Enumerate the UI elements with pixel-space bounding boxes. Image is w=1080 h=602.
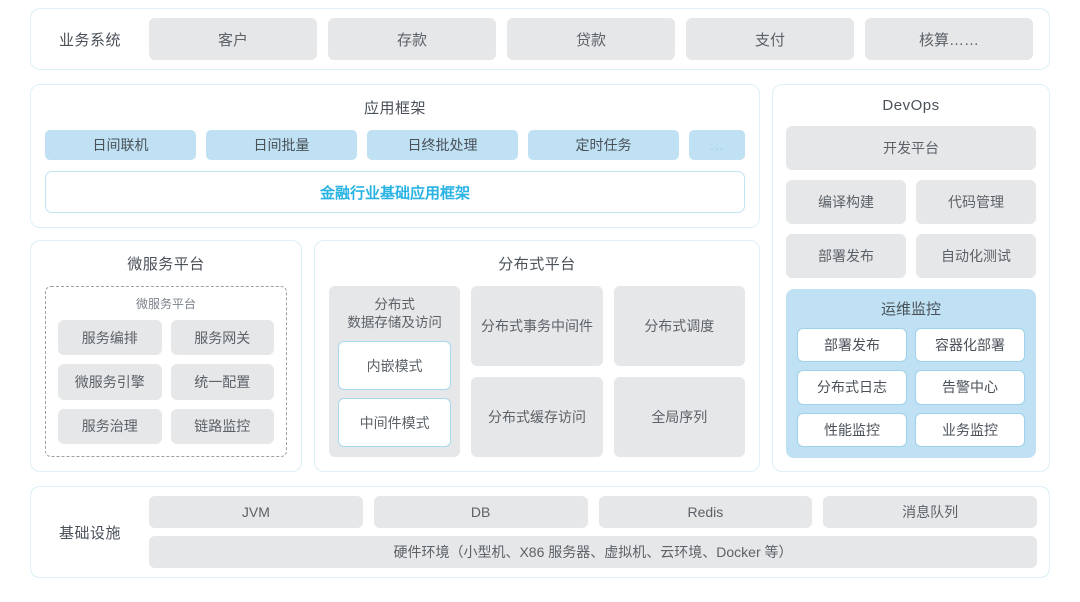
distributed-storage-title-line2: 数据存储及访问	[347, 315, 442, 331]
distributed-transaction-middleware-card[interactable]: 分布式 事务中间件	[471, 286, 603, 366]
devops-item[interactable]: 编译构建	[786, 180, 906, 224]
distributed-storage-title-line1: 分布式	[374, 297, 415, 312]
devops-title: DevOps	[882, 97, 940, 114]
ops-monitoring-item[interactable]: 性能监控	[797, 412, 907, 447]
microservice-item[interactable]: 微服务引擎	[58, 364, 162, 400]
storage-mode-middleware[interactable]: 中间件模式	[338, 398, 452, 447]
hardware-environment-bar[interactable]: 硬件环境（小型机、X86 服务器、虚拟机、云环境、Docker 等）	[149, 536, 1037, 568]
devops-item[interactable]: 自动化测试	[916, 234, 1036, 278]
business-system-item[interactable]: 客户	[149, 18, 317, 60]
ops-monitoring-item[interactable]: 分布式日志	[797, 370, 907, 405]
app-framework-pill[interactable]: 定时任务	[528, 130, 679, 160]
middle-band: 应用框架 日间联机 日间批量 日终批处理 定时任务 ... 金融行业基础应用框架…	[30, 84, 1050, 472]
card-line1: 分布式	[480, 317, 523, 334]
microservice-item[interactable]: 链路监控	[170, 408, 274, 444]
ops-monitoring-item[interactable]: 部署发布	[797, 328, 907, 363]
ops-monitoring-items: 部署发布 容器化部署 分布式日志 告警中心 性能监控 业务监控	[797, 328, 1025, 447]
app-framework-panel: 应用框架 日间联机 日间批量 日终批处理 定时任务 ... 金融行业基础应用框架	[30, 84, 760, 228]
microservice-item[interactable]: 服务网关	[170, 320, 274, 356]
devops-panel: DevOps 开发平台 编译构建 代码管理 部署发布 自动化测试 运维监控 部署…	[772, 84, 1050, 472]
business-systems-panel: 业务系统 客户 存款 贷款 支付 核算……	[30, 8, 1050, 70]
app-framework-more-pill[interactable]: ...	[689, 130, 745, 160]
ops-monitoring-item[interactable]: 业务监控	[915, 412, 1025, 447]
business-system-item[interactable]: 贷款	[507, 18, 675, 60]
infrastructure-item[interactable]: Redis	[598, 496, 813, 528]
infrastructure-items: JVM DB Redis 消息队列	[149, 496, 1037, 528]
distributed-column-2: 分布式 事务中间件 分布式 缓存访问	[471, 286, 603, 457]
platform-column: 应用框架 日间联机 日间批量 日终批处理 定时任务 ... 金融行业基础应用框架…	[30, 84, 760, 472]
distributed-cache-access-card[interactable]: 分布式 缓存访问	[471, 377, 603, 457]
microservice-item[interactable]: 服务治理	[58, 408, 162, 444]
devops-item[interactable]: 部署发布	[786, 234, 906, 278]
microservice-item[interactable]: 服务编排	[58, 320, 162, 356]
ops-monitoring-title: 运维监控	[880, 301, 941, 318]
business-system-item[interactable]: 支付	[686, 18, 854, 60]
distributed-storage-column: 分布式 数据存储及访问 内嵌模式 中间件模式	[329, 286, 461, 457]
infrastructure-item[interactable]: JVM	[149, 496, 363, 528]
infrastructure-content: JVM DB Redis 消息队列 硬件环境（小型机、X86 服务器、虚拟机、云…	[149, 496, 1037, 568]
business-system-item[interactable]: 核算……	[865, 18, 1033, 60]
microservice-items: 服务编排 服务网关 微服务引擎 统一配置 服务治理 链路监控	[58, 320, 274, 444]
app-framework-pill[interactable]: 日终批处理	[367, 130, 518, 160]
business-systems-items: 客户 存款 贷款 支付 核算……	[149, 18, 1037, 60]
business-systems-label: 业务系统	[58, 31, 121, 49]
distributed-storage-card[interactable]: 分布式 数据存储及访问 内嵌模式 中间件模式	[329, 286, 461, 457]
ops-monitoring-box: 运维监控 部署发布 容器化部署 分布式日志 告警中心 性能监控 业务监控	[786, 289, 1036, 458]
card-line2: 事务中间件	[522, 317, 593, 334]
distributed-scheduling-card[interactable]: 分布式调度	[613, 286, 745, 366]
ops-monitoring-item[interactable]: 容器化部署	[915, 328, 1025, 363]
business-system-item[interactable]: 存款	[328, 18, 496, 60]
dev-platform-card[interactable]: 开发平台	[786, 126, 1036, 170]
global-sequence-card[interactable]: 全局序列	[613, 377, 745, 457]
finance-base-framework-bar[interactable]: 金融行业基础应用框架	[45, 171, 745, 213]
devops-items: 编译构建 代码管理 部署发布 自动化测试	[786, 180, 1036, 278]
ops-monitoring-item[interactable]: 告警中心	[915, 370, 1025, 405]
card-line2: 缓存访问	[529, 408, 586, 425]
devops-item[interactable]: 代码管理	[916, 180, 1036, 224]
infrastructure-item[interactable]: 消息队列	[823, 496, 1037, 528]
lower-platforms: 微服务平台 微服务平台 服务编排 服务网关 微服务引擎 统一配置 服务治理 链路…	[30, 240, 760, 472]
card-line1: 分布式	[487, 408, 530, 425]
distributed-platform-panel: 分布式平台 分布式 数据存储及访问 内嵌模式 中间件模式	[314, 240, 760, 472]
infrastructure-label: 基础设施	[58, 524, 121, 542]
infrastructure-panel: 基础设施 JVM DB Redis 消息队列 硬件环境（小型机、X86 服务器、…	[30, 486, 1050, 578]
app-framework-pills: 日间联机 日间批量 日终批处理 定时任务 ...	[45, 130, 745, 160]
microservice-inner-box: 微服务平台 服务编排 服务网关 微服务引擎 统一配置 服务治理 链路监控	[45, 286, 287, 457]
infrastructure-item[interactable]: DB	[373, 496, 588, 528]
distributed-platform-title: 分布式平台	[498, 256, 576, 273]
app-framework-pill[interactable]: 日间批量	[206, 130, 357, 160]
microservice-inner-title: 微服务平台	[135, 297, 196, 311]
app-framework-pill[interactable]: 日间联机	[45, 130, 196, 160]
devops-column: DevOps 开发平台 编译构建 代码管理 部署发布 自动化测试 运维监控 部署…	[772, 84, 1050, 472]
app-framework-title: 应用框架	[363, 100, 426, 117]
microservice-item[interactable]: 统一配置	[170, 364, 274, 400]
distributed-storage-title: 分布式 数据存储及访问	[338, 296, 451, 332]
distributed-column-3: 分布式调度 全局序列	[613, 286, 745, 457]
storage-mode-embedded[interactable]: 内嵌模式	[338, 341, 452, 391]
microservice-platform-panel: 微服务平台 微服务平台 服务编排 服务网关 微服务引擎 统一配置 服务治理 链路…	[30, 240, 302, 472]
distributed-items: 分布式 数据存储及访问 内嵌模式 中间件模式 分布式 事务中间件	[329, 286, 745, 457]
microservice-platform-title: 微服务平台	[127, 256, 205, 273]
